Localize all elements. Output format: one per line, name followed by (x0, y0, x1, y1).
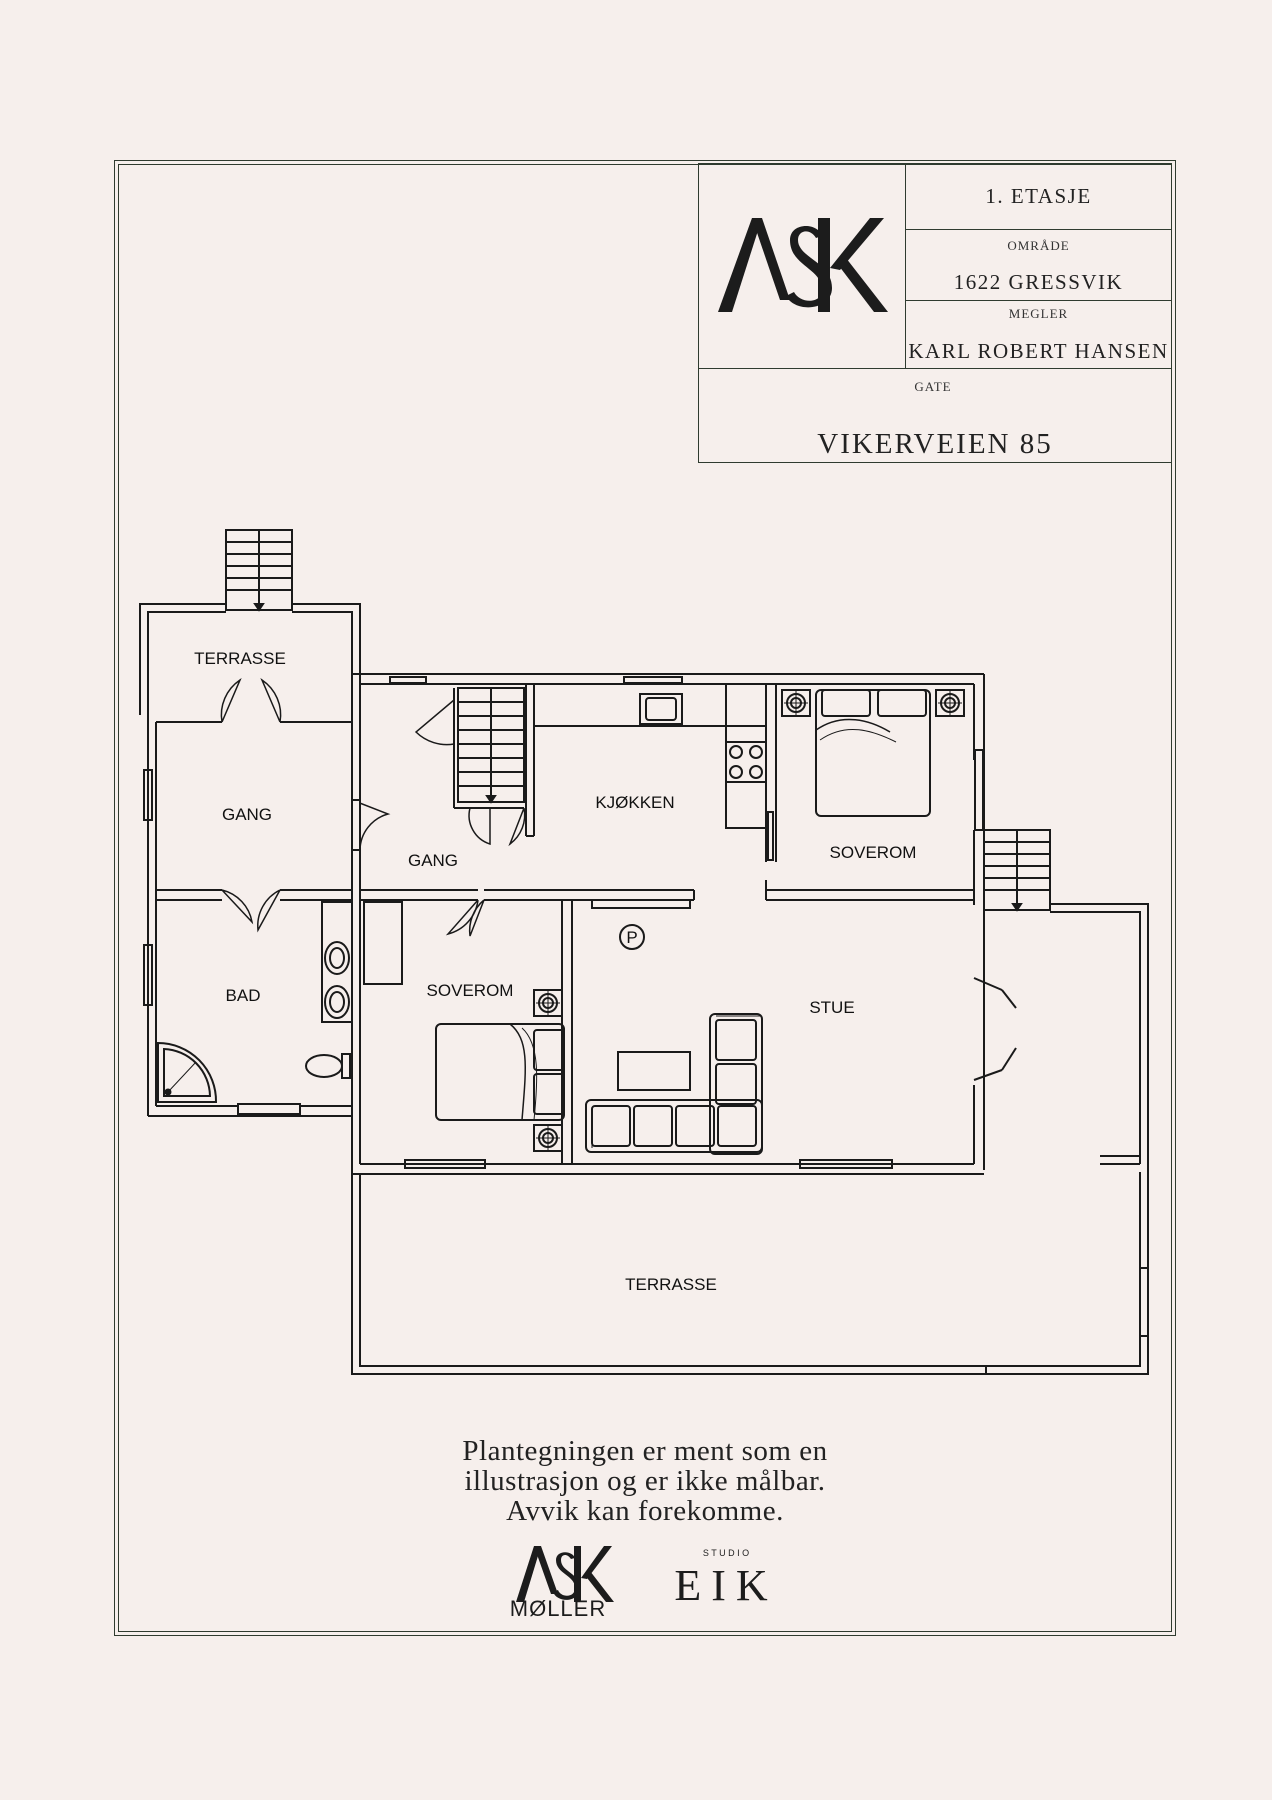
inner-frame (118, 164, 1172, 1632)
area-heading: OMRÅDE (1007, 238, 1070, 253)
outer-frame (114, 160, 1176, 1636)
room-label-terrace-bottom: TERRASSE (625, 1275, 717, 1294)
room-label-bath: BAD (226, 986, 261, 1005)
ask-moller-logo (516, 1546, 614, 1602)
street-value: VIKERVEIEN 85 (817, 428, 1053, 460)
ask-logo (718, 218, 888, 312)
fireplace-symbol (619, 924, 645, 950)
disclaimer: Plantegningen er ment som en illustrasjo… (300, 1436, 990, 1526)
room-label-bedroom-mid: SOVEROM (427, 981, 514, 1000)
room-label-hall-mid: GANG (408, 851, 458, 870)
room-label-bedroom-right: SOVEROM (830, 843, 917, 862)
agent-heading: MEGLER (1008, 306, 1069, 321)
eik-text: EIK (674, 1561, 777, 1610)
studio-text: S T U D I O (703, 1548, 749, 1558)
room-label-terrace-top: TERRASSE (194, 649, 286, 668)
floor-label: 1. ETASJE (985, 184, 1092, 208)
street-heading: GATE (914, 379, 952, 394)
disclaimer-line-2: illustrasjon og er ikke målbar. (464, 1465, 826, 1497)
walls (139, 529, 1149, 1375)
disclaimer-line-1: Plantegningen er ment som en (462, 1435, 828, 1467)
title-block-agent-cell (905, 300, 1172, 369)
disclaimer-line-3: Avvik kan forekomme. (506, 1495, 784, 1527)
room-label-living: STUE (809, 998, 854, 1017)
moller-text: MØLLER (510, 1596, 606, 1621)
room-label-kitchen: KJØKKEN (595, 793, 674, 812)
fireplace-label: P (626, 928, 637, 947)
room-label-hall-left: GANG (222, 805, 272, 824)
agent-value: KARL ROBERT HANSEN (908, 339, 1169, 363)
area-value: 1622 GRESSVIK (953, 270, 1124, 294)
